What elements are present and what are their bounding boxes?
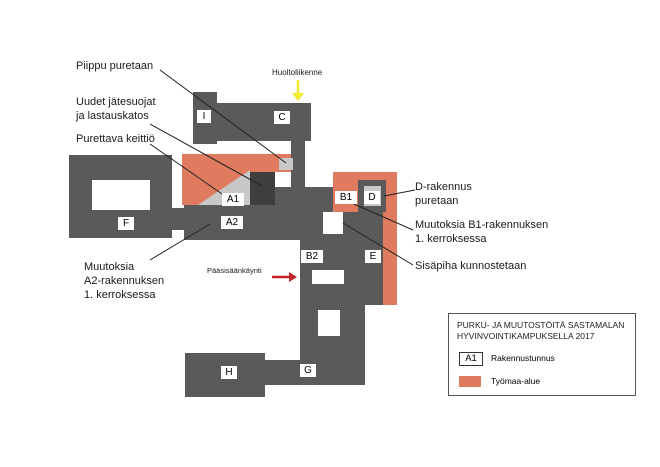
building-c-riser (291, 103, 305, 187)
annotation-waste-shelter: Uudet jätesuojat ja lastauskatos (76, 96, 156, 122)
annotation-b1-changes: Muutoksia B1-rakennuksen 1. kerroksessa (415, 219, 549, 245)
annotation-d-building: D-rakennus puretaan (415, 181, 472, 207)
leader-kitchen (149, 143, 226, 197)
building-label-b2: B2 (301, 250, 323, 263)
main-entrance-arrow (272, 272, 297, 282)
annotation-courtyard: Sisäpiha kunnostetaan (415, 260, 527, 272)
building-g-h (185, 360, 365, 397)
legend-worksite-text: Työmaa-alue (491, 376, 541, 386)
building-h-link (185, 353, 265, 361)
waste-shelter-area (250, 172, 275, 205)
annotation-service-traffic: Huoltoliikenne (272, 68, 323, 77)
f-courtyard (92, 180, 150, 210)
building-label-h: H (221, 366, 237, 379)
legend-building-id-text: Rakennustunnus (491, 353, 555, 363)
leader-courtyard (342, 222, 414, 266)
leader-lines (149, 69, 416, 266)
inner-courtyard (323, 212, 343, 234)
building-label-a1: A1 (222, 193, 244, 206)
building-label-a2: A2 (221, 216, 243, 229)
service-traffic-arrow (292, 80, 304, 101)
legend-worksite-swatch (459, 376, 481, 387)
building-label-f: F (118, 217, 134, 230)
leader-d (383, 189, 416, 197)
b2-void (312, 270, 344, 284)
annotation-a2-changes: Muutoksia A2-rakennuksen 1. kerroksessa (84, 261, 165, 301)
annotation-chimney: Piippu puretaan (76, 60, 154, 72)
leader-chimney (159, 69, 287, 164)
building-label-i: I (197, 110, 211, 123)
building-connector-f-a2 (172, 208, 184, 230)
building-label-e: E (365, 250, 381, 263)
map-legend: PURKU- JA MUUTOSTÖITÄ SASTAMALAN HYVINVO… (448, 313, 636, 396)
lower-courtyard (318, 310, 340, 336)
building-label-d: D (364, 191, 380, 204)
building-label-g: G (300, 364, 316, 377)
courtyards (92, 180, 344, 336)
building-label-b1: B1 (335, 191, 357, 204)
leader-a2 (149, 223, 211, 261)
leader-waste-shelter (149, 123, 263, 187)
annotation-kitchen: Purettava keittiö (76, 133, 155, 145)
leader-b1 (353, 203, 414, 231)
building-label-c: C (274, 111, 290, 124)
legend-title: PURKU- JA MUUTOSTÖITÄ SASTAMALAN HYVINVO… (457, 320, 625, 341)
annotation-main-entrance: Pääsisäänkäynti (207, 266, 262, 275)
legend-building-id-symbol: A1 (459, 352, 483, 366)
